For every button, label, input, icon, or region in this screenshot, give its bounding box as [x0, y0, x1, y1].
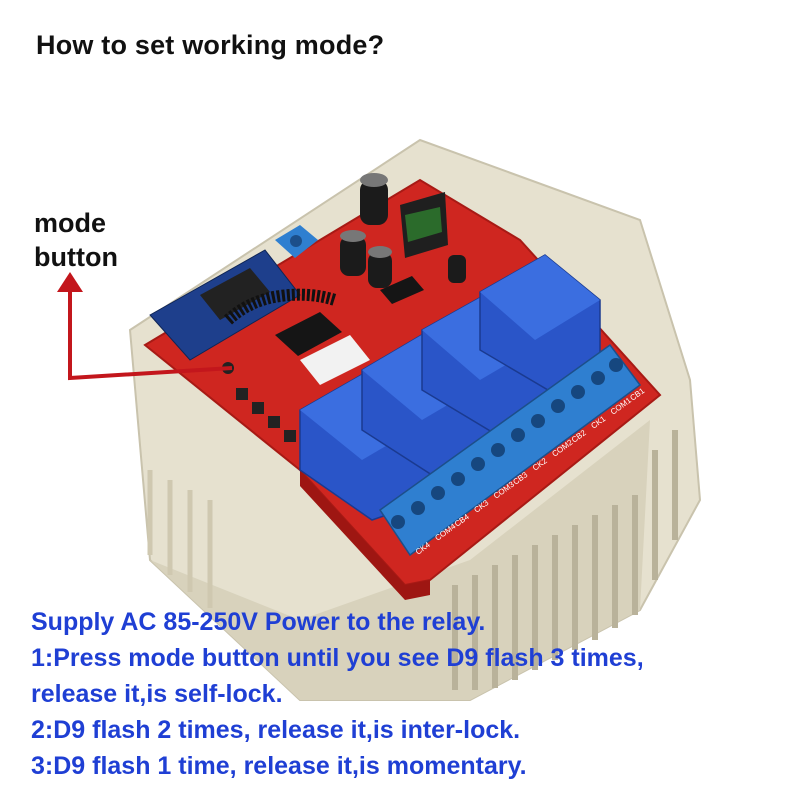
instruction-line: 3:D9 flash 1 time, release it,is momenta… — [31, 752, 527, 780]
callout-line-1: mode — [34, 208, 107, 238]
instruction-line: release it,is self-lock. — [31, 680, 283, 708]
components — [149, 173, 466, 442]
instruction-line: Supply AC 85-250V Power to the relay. — [31, 608, 486, 636]
callout-arrow — [57, 272, 233, 381]
mode-button-callout: mode button — [34, 206, 118, 274]
instructions: Supply AC 85-250V Power to the relay. 1:… — [31, 604, 791, 784]
instruction-line: 1:Press mode button until you see D9 fla… — [31, 644, 644, 672]
terminal-strip — [378, 343, 642, 557]
relay-bank — [299, 254, 601, 521]
instruction-line: 2:D9 flash 2 times, release it,is inter-… — [31, 716, 521, 744]
page-title: How to set working mode? — [36, 30, 385, 60]
callout-line-2: button — [34, 242, 118, 272]
relay-4 — [479, 254, 601, 391]
